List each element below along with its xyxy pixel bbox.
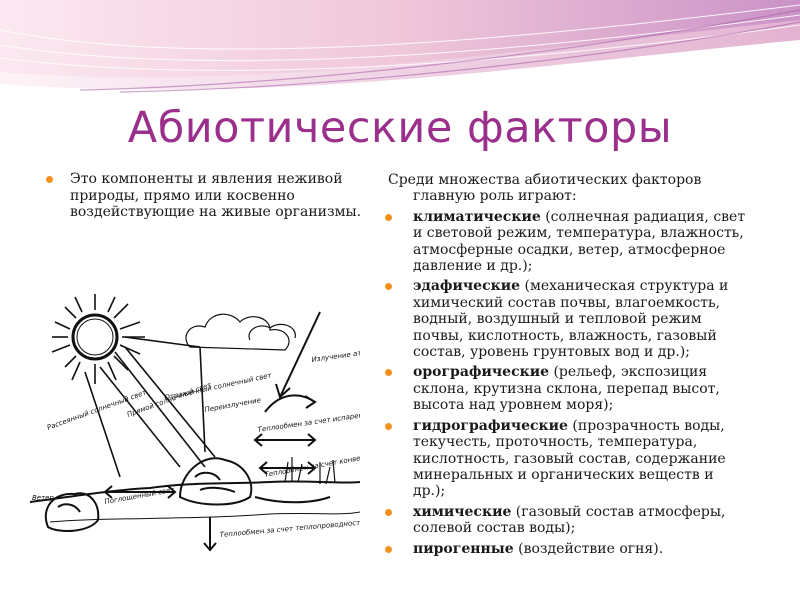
diagram-label-wind: Ветер — [32, 494, 54, 502]
heat-arrows — [103, 394, 331, 552]
factors-list: Среди множества абиотических факторов гл… — [385, 172, 748, 557]
factor-item-pyrogenic: пирогенные (воздействие огня). — [385, 540, 748, 557]
bullet-marker — [385, 283, 392, 291]
factor-desc: (рельеф, экспозиция склона, крутизна скл… — [413, 364, 720, 414]
heat-exchange-diagram: Излучение атмосферы Отраженный солнечный… — [30, 294, 360, 552]
factor-item-hydrographic: гидрографические (прозрачность воды, тек… — [385, 417, 748, 500]
factor-term: орографические — [413, 364, 549, 381]
factor-term: химические — [413, 503, 512, 520]
factors-intro-line1: Среди множества абиотических факторов — [388, 172, 702, 188]
factor-desc: (механическая структура и химический сос… — [413, 278, 729, 361]
factor-desc: (газовый состав атмосферы, солевой соста… — [413, 503, 726, 537]
header-wave-band — [0, 0, 800, 95]
diagram-label-sky-radiation: Излучение атмосферы — [311, 344, 360, 364]
bullet-marker — [385, 213, 392, 221]
sky-radiation-arrow — [275, 311, 321, 399]
slide-title: Абиотические факторы — [127, 103, 673, 153]
diagram-label-conduction: Теплообмен за счет теплопроводности — [219, 518, 360, 539]
bullet-marker — [385, 369, 392, 377]
factor-item-edaphic: эдафические (механическая структура и хи… — [385, 278, 748, 361]
sun-icon — [51, 294, 145, 384]
factor-term: пирогенные — [413, 540, 514, 557]
factor-item-climatic: климатические (солнечная радиация, свет … — [385, 208, 748, 275]
factor-desc: (солнечная радиация, свет и световой реж… — [413, 208, 746, 275]
bullet-marker — [385, 545, 392, 553]
diagram-label-convection: Теплообмен за счет конвекции — [264, 451, 360, 479]
clouds-icon — [185, 313, 296, 351]
factor-desc: (прозрачность воды, текучесть, проточнос… — [413, 417, 726, 500]
factor-item-orographic: орографические (рельеф, экспозиция склон… — [385, 364, 748, 414]
bullet-marker — [385, 508, 392, 516]
factors-intro-line2: главную роль играют: — [413, 188, 577, 205]
diagram-label-direct: Прямой солнечный свет — [126, 381, 213, 419]
factor-term: климатические — [413, 208, 541, 225]
bullet-marker — [385, 422, 392, 430]
grass-icon — [284, 457, 336, 485]
rock-icon — [45, 492, 100, 533]
left-bullet-marker — [46, 176, 53, 183]
sun-rays-arrows — [84, 336, 216, 478]
left-definition-text: Это компоненты и явления неживой природы… — [70, 171, 362, 220]
creature-icon — [178, 457, 253, 506]
factor-term: эдафические — [413, 278, 521, 295]
factor-item-chemical: химические (газовый состав атмосферы, со… — [385, 503, 748, 537]
diagram-label-reradiation: Переизлучение — [204, 396, 262, 414]
factor-term: гидрографические — [413, 417, 568, 434]
factor-desc: (воздействие огня). — [513, 540, 664, 557]
